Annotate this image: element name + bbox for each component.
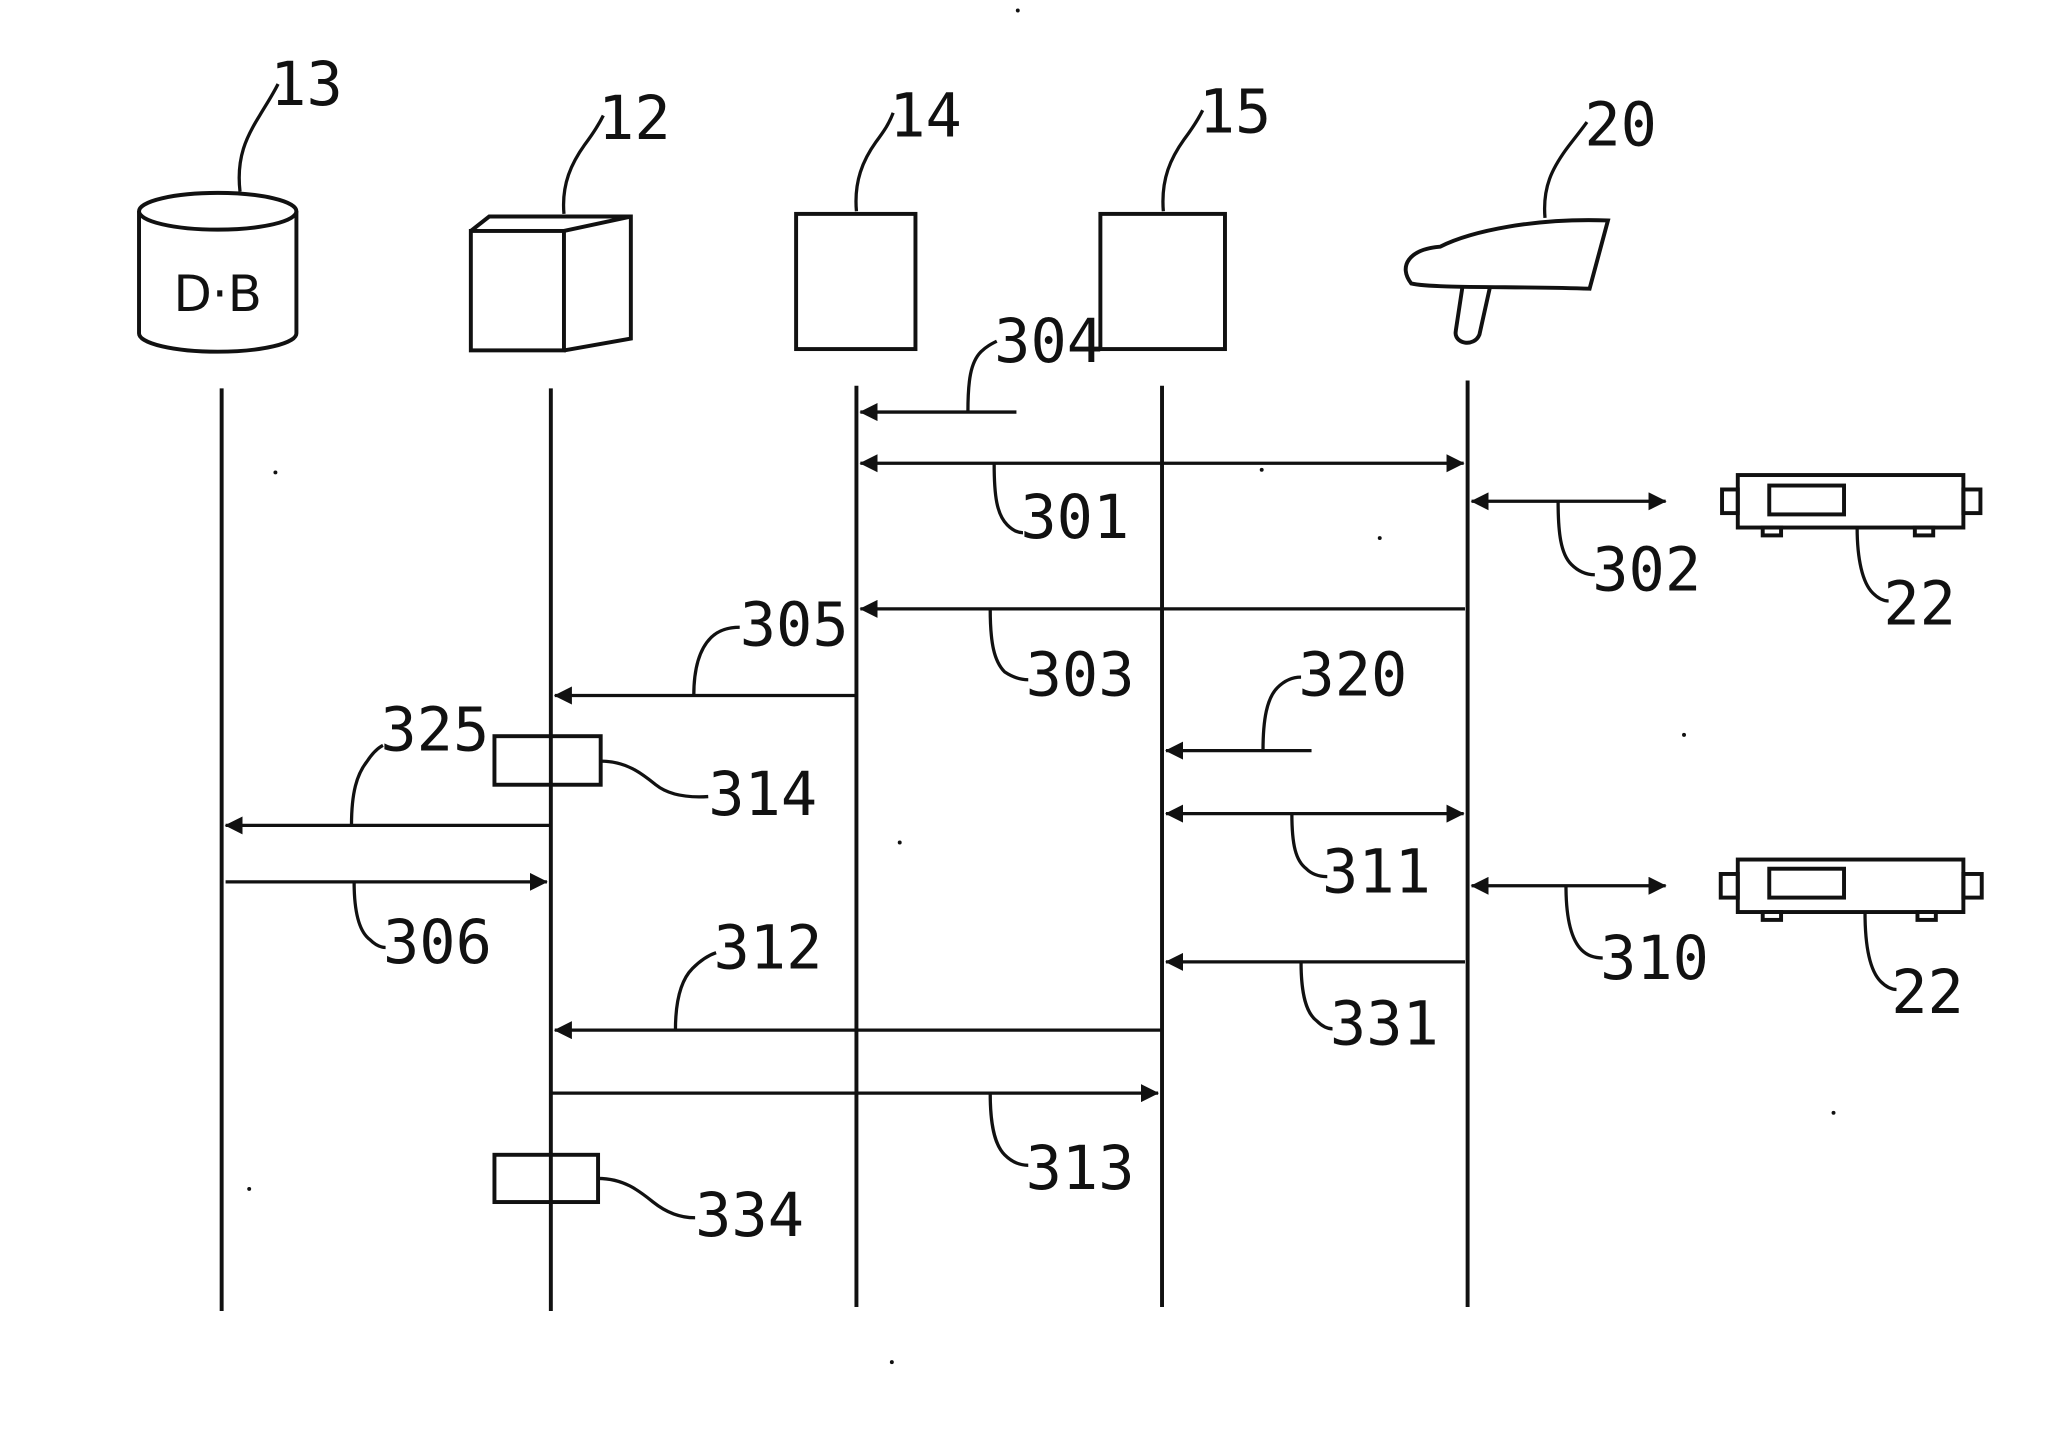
message-310: 310 [1472, 886, 1709, 994]
process-label-334: 334 [695, 1181, 804, 1251]
message-304: 304 [860, 307, 1103, 412]
message-311: 311 [1166, 814, 1464, 908]
message-label-312: 312 [713, 913, 822, 983]
reader-device-icon [1721, 860, 1982, 920]
message-331: 331 [1166, 962, 1465, 1060]
message-label-320: 320 [1298, 640, 1407, 710]
participant-12: 12 [471, 84, 671, 350]
participant-label-15: 15 [1199, 78, 1272, 148]
box-icon [796, 214, 915, 349]
participant-label-14: 14 [889, 81, 962, 151]
message-label-302: 302 [1592, 536, 1701, 606]
leader-line-15 [1163, 110, 1203, 211]
reader-device-icon [1722, 475, 1980, 535]
participant-label-20: 20 [1584, 91, 1657, 161]
handheld-scanner-icon [1406, 220, 1608, 343]
device-22-upper: 22 [1722, 475, 1980, 640]
message-label-331: 331 [1330, 990, 1439, 1060]
message-label-325: 325 [380, 696, 489, 766]
device-label-22-upper: 22 [1883, 570, 1956, 640]
leader-line-14 [856, 113, 893, 211]
server-cube-icon [471, 217, 631, 351]
device-label-22-lower: 22 [1891, 958, 1964, 1028]
message-306: 306 [226, 882, 547, 978]
participant-15: 15 [1100, 78, 1271, 350]
leader-line-20 [1545, 122, 1587, 218]
message-320: 320 [1166, 640, 1407, 750]
message-label-303: 303 [1026, 640, 1135, 710]
participant-label-12: 12 [598, 84, 671, 154]
message-label-306: 306 [383, 908, 492, 978]
message-305: 305 [555, 591, 855, 696]
message-label-301: 301 [1020, 483, 1129, 553]
message-label-305: 305 [740, 591, 849, 661]
process-block-314: 314 [494, 736, 817, 830]
participant-20: 20 [1406, 91, 1657, 343]
message-label-313: 313 [1026, 1134, 1135, 1204]
message-label-311: 311 [1322, 837, 1431, 907]
participant-label-13: 13 [270, 50, 343, 120]
message-302: 302 [1472, 501, 1702, 605]
process-block-334: 334 [494, 1155, 804, 1251]
message-label-304: 304 [994, 307, 1103, 377]
message-325: 325 [226, 696, 550, 826]
participant-13: D·B 13 [139, 50, 343, 352]
message-label-310: 310 [1600, 924, 1709, 994]
process-label-314: 314 [708, 760, 817, 830]
participant-14: 14 [796, 81, 962, 349]
box-icon [1100, 214, 1225, 349]
device-22-lower: 22 [1721, 860, 1982, 1029]
database-inner-label: D·B [174, 265, 262, 323]
